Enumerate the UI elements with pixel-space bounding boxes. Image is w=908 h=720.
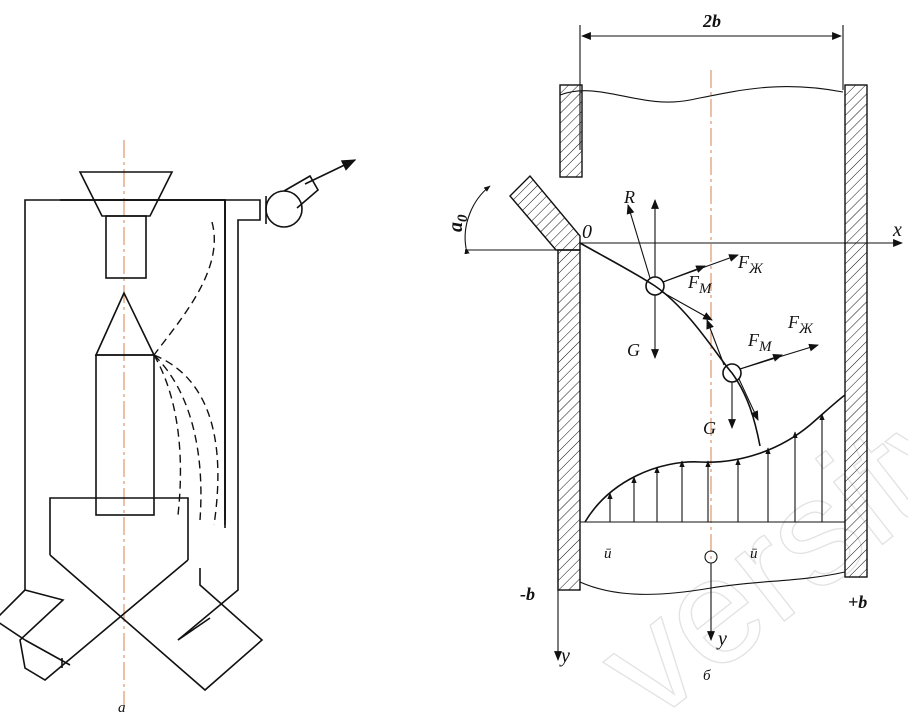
casing-left-wall — [60, 199, 226, 520]
label-u-right: ū — [750, 546, 758, 562]
wall-top-left — [559, 84, 583, 178]
velocity-profile-arrows — [607, 413, 825, 522]
label-G1: G — [627, 340, 640, 360]
caption-b: б — [703, 668, 711, 684]
hopper-right — [177, 555, 239, 641]
hopper-v-left — [49, 554, 264, 692]
force-Fm1-vector — [662, 265, 706, 283]
label-y-left: y — [559, 645, 570, 667]
hopper-v-right — [19, 559, 189, 681]
feed-pipe — [105, 215, 147, 279]
label-y-center: y — [716, 628, 727, 650]
label-angle: a0 — [445, 214, 471, 232]
hopper-left-end — [0, 622, 26, 641]
label-Fm2: FM — [747, 330, 773, 355]
distributor-cone — [94, 291, 156, 356]
caption-a: а — [118, 700, 126, 716]
label-G2: G — [703, 418, 716, 438]
casing-left-real — [24, 199, 100, 525]
hopper-inner — [49, 497, 189, 560]
trajectory-1 — [153, 221, 215, 356]
hopper-lip — [24, 639, 71, 666]
particle-force-diagram: 2b a0 0 x y -b +b R G FЖ — [445, 11, 903, 667]
fan-icon — [265, 159, 357, 228]
velocity-1-vector — [661, 291, 713, 321]
wall-right — [844, 84, 868, 578]
force-up-2-vector — [706, 319, 725, 366]
trajectory-2 — [153, 354, 202, 521]
inclined-chute — [509, 174, 581, 251]
angle-arc — [464, 185, 491, 255]
label-origin: 0 — [582, 221, 592, 243]
distributor-body — [95, 354, 155, 516]
label-R: R — [623, 187, 635, 207]
velocity-2-vector — [738, 378, 759, 421]
trajectory-3 — [153, 354, 219, 526]
label-2b: 2b — [702, 11, 721, 31]
force-R-vector — [626, 204, 651, 279]
label-u-left: ū — [604, 546, 612, 562]
label-Fzh1: FЖ — [737, 252, 764, 277]
hopper-left — [0, 525, 26, 617]
label-Fm1: FM — [687, 272, 713, 297]
label-Fzh2: FЖ — [787, 312, 814, 337]
particle-trajectory — [579, 242, 761, 447]
wave-top — [559, 85, 844, 103]
trajectory-4 — [153, 354, 182, 516]
feed-funnel — [78, 171, 174, 217]
label-x: x — [892, 219, 902, 241]
label-plus-b: +b — [848, 592, 867, 612]
hopper-right-end — [177, 617, 211, 641]
separator-schematic — [0, 140, 357, 710]
force-Fm2-vector — [739, 354, 783, 370]
wall-left — [557, 249, 581, 591]
label-minus-b: -b — [520, 584, 535, 604]
